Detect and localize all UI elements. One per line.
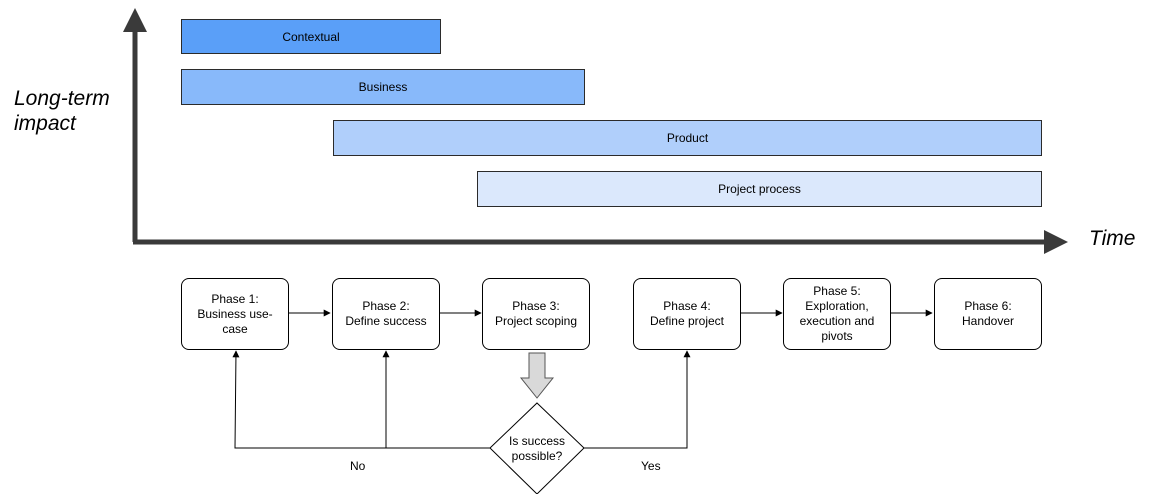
bar-product: Product: [333, 120, 1042, 156]
x-axis-arrowhead: [1044, 230, 1068, 254]
no-label: No: [350, 459, 366, 473]
phase-1-box: Phase 1: Business use-case: [181, 278, 289, 350]
bar-business: Business: [181, 69, 585, 105]
block-arrow-down: [519, 352, 555, 399]
phase-5-box: Phase 5: Exploration, execution and pivo…: [783, 278, 891, 350]
no-branch-to-phase1: [232, 350, 490, 449]
phase-2-box: Phase 2: Define success: [332, 278, 440, 350]
yes-branch-to-phase4: [584, 350, 691, 449]
decision-label: Is success possible?: [508, 434, 565, 463]
decision-diamond: [489, 402, 585, 494]
bar-contextual: Contextual: [181, 19, 441, 54]
phase-4-box: Phase 4: Define project: [633, 278, 741, 350]
bar-project-process: Project process: [477, 171, 1042, 207]
phase-3-box: Phase 3: Project scoping: [482, 278, 590, 350]
y-axis-arrowhead: [123, 8, 147, 32]
x-axis-title: Time: [1089, 227, 1136, 250]
phase-6-box: Phase 6: Handover: [934, 278, 1042, 350]
y-axis-title: Long-term impact: [14, 87, 110, 135]
yes-label: Yes: [641, 459, 661, 473]
